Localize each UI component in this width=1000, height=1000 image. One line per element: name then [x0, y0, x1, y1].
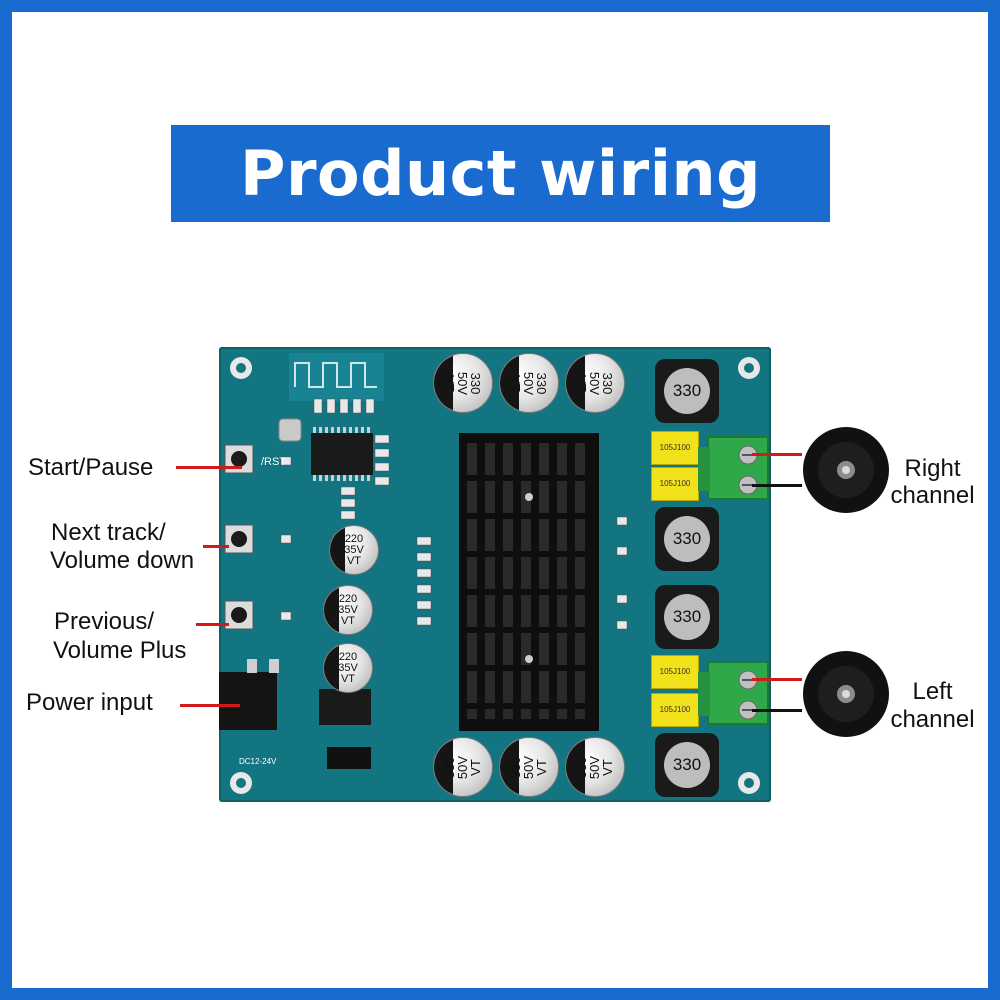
- right-channel-label-line1: Right: [904, 455, 961, 482]
- power-input-label: Power input: [26, 689, 153, 716]
- next-track-label-line1: Next track/: [51, 519, 166, 546]
- left-negative-wire: [752, 709, 802, 712]
- power-input-wire: [180, 704, 240, 707]
- start-pause-wire: [176, 466, 242, 469]
- inductor-4: 330: [655, 733, 719, 797]
- svg-text:DC12-24V: DC12-24V: [239, 757, 277, 766]
- next-track-wire: [203, 545, 229, 548]
- previous-label-line2: Volume Plus: [53, 637, 187, 664]
- page-title: Product wiring: [171, 125, 830, 222]
- film-capacitor-4: 105J100: [651, 693, 699, 727]
- previous-label-line1: Previous/: [54, 608, 155, 635]
- left-positive-wire: [752, 678, 802, 681]
- film-capacitor-1: 105J100: [651, 431, 699, 465]
- previous-wire: [196, 623, 229, 626]
- rst-marking: /RST: [261, 456, 286, 468]
- mounting-holes: [230, 357, 760, 794]
- inductor-1: 330: [655, 359, 719, 423]
- right-positive-wire: [752, 453, 802, 456]
- inductor-3: 330: [655, 585, 719, 649]
- right-channel-label-line2: channel: [890, 482, 975, 509]
- dc-jack: [219, 672, 277, 730]
- film-capacitor-2: 105J100: [651, 467, 699, 501]
- start-pause-label: Start/Pause: [28, 454, 154, 481]
- left-channel-label-line2: channel: [890, 706, 975, 733]
- push-buttons: [224, 444, 254, 630]
- film-capacitor-3: 105J100: [651, 655, 699, 689]
- left-channel-label-line1: Left: [912, 678, 953, 705]
- board-illustration: /RST DC12-24V: [219, 353, 760, 794]
- inductor-2: 330: [655, 507, 719, 571]
- next-track-label-line2: Volume down: [50, 547, 195, 574]
- heatsink: [459, 433, 599, 731]
- right-negative-wire: [752, 484, 802, 487]
